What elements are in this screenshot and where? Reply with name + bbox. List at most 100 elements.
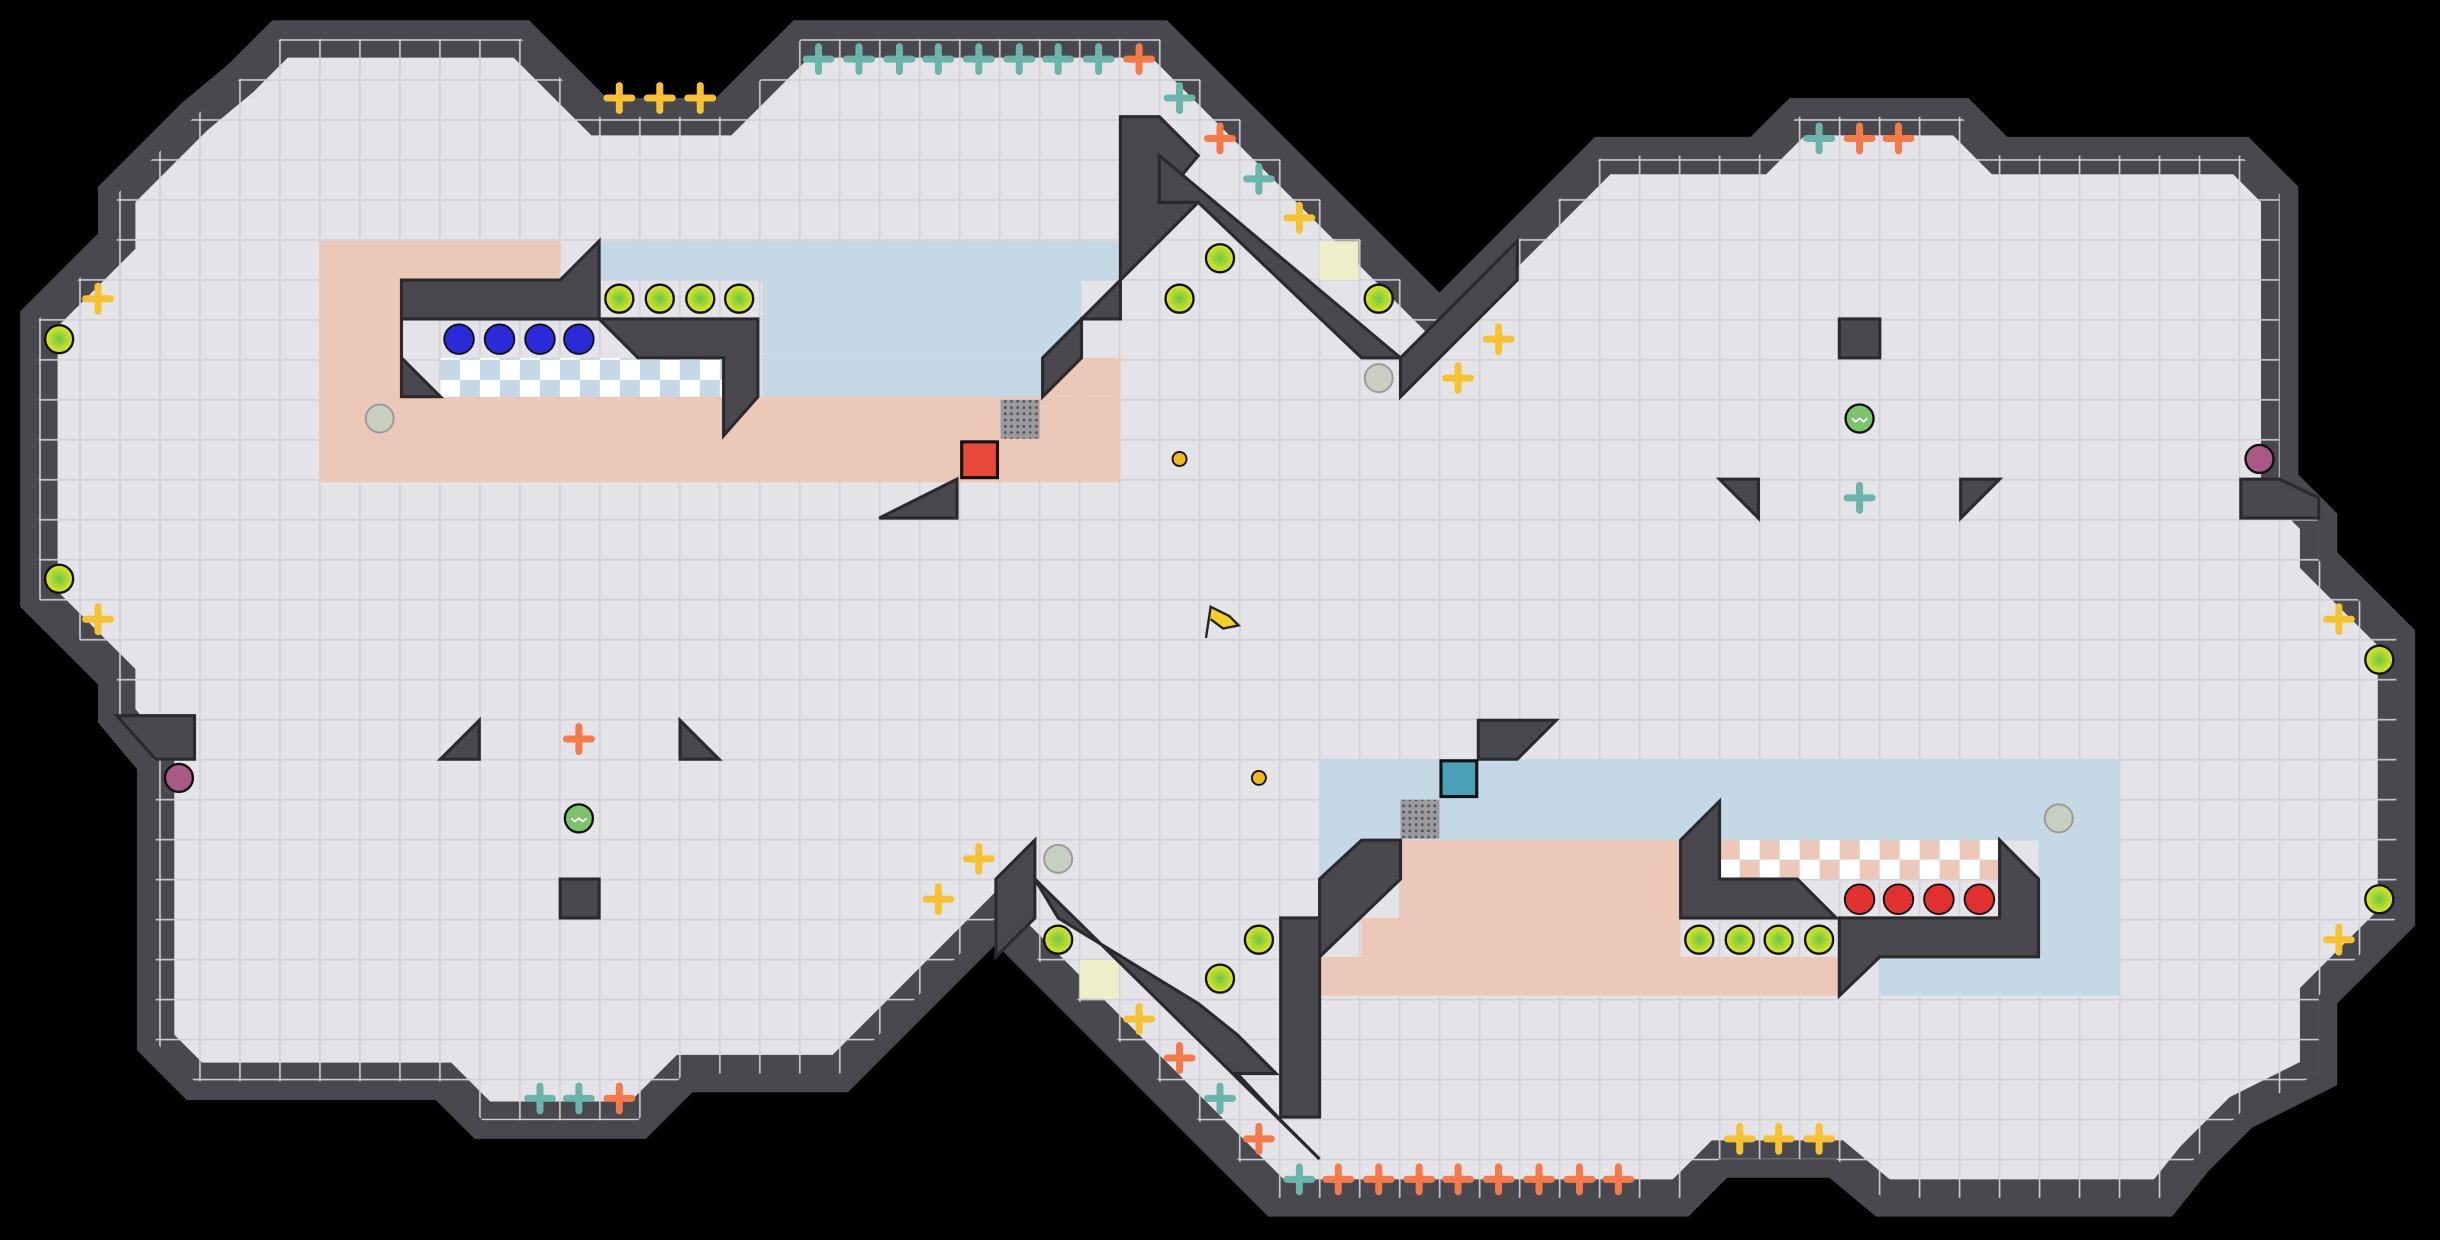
red-team-zone: [1361, 917, 1681, 957]
blue-team-zone: [1879, 956, 2039, 996]
spike-icon: [2322, 923, 2355, 956]
wall-block: [1837, 836, 2041, 1000]
red-team-zone: [1319, 956, 1841, 996]
spike-icon: [1723, 1122, 1756, 1155]
spike-icon: [1242, 162, 1275, 195]
boost-icon: [1164, 283, 1195, 314]
blue-flag-icon: [1439, 759, 1479, 799]
boost-icon: [1684, 924, 1715, 955]
wall-block: [878, 476, 959, 520]
spike-icon: [1242, 1122, 1275, 1155]
wall-block: [558, 877, 601, 920]
boost-icon: [1803, 924, 1835, 955]
spike-icon: [1003, 43, 1036, 76]
blue-team-zone: [762, 280, 1082, 358]
spike-icon: [1123, 43, 1156, 76]
spike-icon: [2322, 603, 2355, 636]
spike-icon: [922, 883, 955, 916]
spike-icon: [562, 1082, 595, 1115]
wall-block: [595, 317, 760, 440]
pale-tile: [1319, 241, 1359, 281]
blue-ball-icon: [524, 323, 556, 355]
bomb-pattern: [570, 817, 588, 823]
spike-icon: [562, 723, 595, 755]
spike-icon: [684, 82, 717, 114]
wall-block: [1157, 152, 1405, 360]
spike-icon: [962, 842, 995, 875]
spike-icon: [802, 43, 835, 76]
gate-icon: [1363, 363, 1394, 394]
spike-icon: [1523, 1163, 1555, 1196]
boost-icon: [1243, 924, 1275, 955]
spike-icon: [1362, 1163, 1395, 1196]
gate-icon: [1043, 843, 1074, 874]
spike-icon: [1803, 122, 1836, 155]
wall-block: [436, 716, 481, 761]
red-ball-icon: [1882, 883, 1915, 915]
spike-icon: [922, 43, 955, 76]
boost-icon: [1042, 924, 1074, 955]
spike-icon: [1123, 1003, 1156, 1036]
boost-icon: [1763, 924, 1794, 955]
spike-icon: [1563, 1163, 1596, 1196]
spike-icon: [843, 43, 875, 76]
wall-block: [1476, 718, 1560, 761]
spike-icon: [1442, 362, 1475, 395]
wall-block: [1318, 838, 1403, 961]
spike-icon: [524, 1082, 556, 1115]
spike-icon: [883, 43, 916, 76]
wall-block: [1959, 477, 2004, 522]
spike-icon: [1602, 1163, 1635, 1196]
boost-icon: [644, 283, 675, 314]
spike-icon: [1843, 122, 1876, 155]
spike-icon: [1762, 1122, 1795, 1155]
wall-block: [1279, 916, 1322, 1119]
blue-team-zone: [599, 241, 1121, 281]
spike-icon: [962, 43, 995, 76]
spike-icon: [603, 1082, 636, 1115]
red-team-zone: [1719, 840, 2000, 880]
red-flag-icon: [960, 440, 1000, 480]
wall-block: [113, 714, 197, 761]
boost-icon: [1204, 243, 1236, 274]
purple-ball-icon: [163, 762, 195, 794]
wall-block: [1837, 317, 1882, 360]
blue-ball-icon: [443, 323, 475, 355]
wall-block: [1715, 477, 1760, 522]
spike-icon: [1482, 323, 1515, 356]
spike-icon: [1042, 43, 1075, 76]
pale-tile: [1079, 959, 1119, 999]
spike-icon: [82, 603, 114, 636]
pad-icon: [1171, 451, 1188, 467]
boost-icon: [2364, 644, 2395, 675]
wall-block: [994, 836, 1037, 961]
wall-block: [2239, 477, 2321, 520]
walls: [113, 115, 2321, 1161]
map-items: [43, 43, 2395, 1196]
portal-icon: [1400, 799, 1440, 839]
portal-icon: [1000, 399, 1040, 439]
spike-icon: [1803, 1122, 1836, 1155]
spike-icon: [1882, 122, 1915, 155]
wall-block: [1398, 237, 1519, 401]
boost-icon: [43, 563, 75, 594]
neutral-flag-icon: [1204, 605, 1242, 639]
spike-icon: [82, 282, 114, 315]
spike-icon: [1204, 1082, 1236, 1115]
red-ball-icon: [1843, 883, 1876, 915]
boost-icon: [43, 324, 75, 355]
red-team-zone: [1400, 840, 1681, 918]
spike-icon: [1403, 1163, 1436, 1196]
pad-icon: [1250, 769, 1267, 786]
boost-icon: [1204, 963, 1236, 994]
spike-icon: [1082, 43, 1115, 76]
red-ball-icon: [1923, 883, 1955, 915]
spike-icon: [1322, 1163, 1355, 1196]
blue-team-zone: [440, 357, 724, 397]
spike-icon: [1482, 1163, 1515, 1196]
spike-icon: [643, 82, 676, 114]
wall-block: [678, 716, 723, 761]
red-team-zone: [319, 280, 402, 483]
boost-icon: [685, 283, 716, 314]
